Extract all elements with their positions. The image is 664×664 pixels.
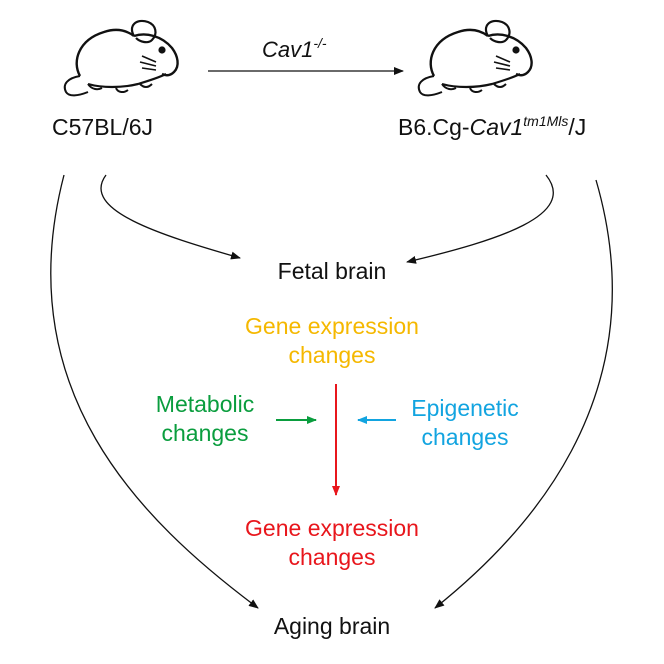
mouse-icon	[63, 19, 179, 97]
epigenetic-changes-label: Epigenetic changes	[411, 395, 519, 450]
knockout-label: Cav1-/-	[262, 35, 327, 62]
fetal-brain-label: Fetal brain	[277, 258, 387, 284]
strain-left-label: C57BL/6J	[52, 114, 154, 140]
right-to-aging-arrow	[434, 179, 613, 609]
strain-right-label: B6.Cg-Cav1tm1Mls/J	[398, 113, 587, 140]
left-to-fetal-arrow	[100, 174, 241, 260]
aging-brain-label: Aging brain	[273, 613, 391, 639]
mouse-icon	[417, 19, 533, 97]
left-to-aging-arrow	[50, 174, 259, 609]
gene-expression-top-label: Gene expression changes	[245, 313, 419, 368]
right-to-fetal-arrow	[406, 174, 554, 264]
metabolic-changes-label: Metabolic changes	[155, 391, 255, 446]
gene-expression-bottom-label: Gene expression changes	[245, 515, 419, 570]
